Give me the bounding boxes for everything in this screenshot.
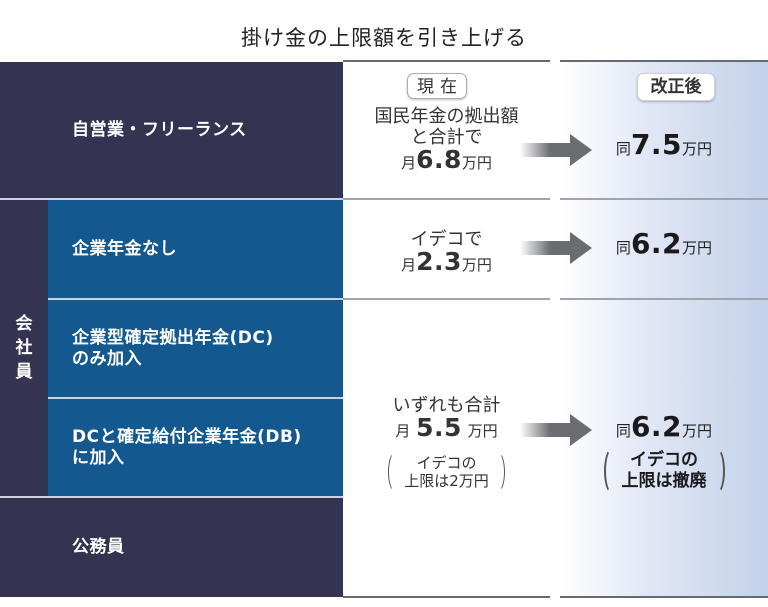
amount-unit: 万円 <box>682 422 713 440</box>
amount: 同6.2万円 <box>560 413 768 442</box>
category-self-employed <box>0 62 343 199</box>
rule-top-current <box>343 60 550 62</box>
amount-unit: 万円 <box>461 154 492 172</box>
after-self-employed: 同7.5万円 <box>560 131 768 160</box>
note-line: 上限は撤廃 <box>621 471 707 491</box>
label-line: 企業型確定拠出年金(DC) <box>72 328 274 348</box>
amount-prefix: 月 <box>395 422 411 440</box>
amount-prefix: 同 <box>615 239 631 257</box>
amount-value: 7.5 <box>630 128 683 161</box>
amount-value: 6.2 <box>630 410 683 443</box>
rule-row2-after <box>560 298 768 300</box>
amount-unit: 万円 <box>461 256 492 274</box>
label-dc-db: DCと確定給付企業年金(DB) に加入 <box>72 427 302 469</box>
header-after: 改正後 <box>637 73 715 101</box>
amount-value: 2.3 <box>416 247 462 276</box>
amount-prefix: 同 <box>615 140 631 158</box>
label-dc-only: 企業型確定拠出年金(DC) のみ加入 <box>72 328 274 370</box>
amount: 月6.8万円 <box>343 147 550 174</box>
after-column-background <box>560 62 768 597</box>
current-others: いずれも合計 月 5.5 万円 イデコの 上限は2万円 <box>343 395 550 492</box>
rule-bottom-current <box>343 596 550 598</box>
amount-unit: 万円 <box>467 422 498 440</box>
rule-row2-current <box>343 298 550 300</box>
note-line: 上限は2万円 <box>404 472 489 490</box>
amount-unit: 万円 <box>682 239 713 257</box>
divider <box>48 298 343 300</box>
rule-row1-current <box>343 198 550 200</box>
amount-value: 6.2 <box>630 227 683 260</box>
label-line: に加入 <box>72 448 125 468</box>
category-civil-servant <box>0 497 343 597</box>
arrow-right-icon <box>520 414 592 446</box>
amount-prefix: 月 <box>401 154 417 172</box>
label-employee-group: 会 社 員 <box>0 312 48 384</box>
divider <box>48 397 343 399</box>
text-line: いずれも合計 <box>392 395 501 416</box>
text-line: 国民年金の拠出額 <box>374 106 519 127</box>
page-title: 掛け金の上限額を引き上げる <box>241 26 527 50</box>
current-self-employed: 国民年金の拠出額 と合計で 月6.8万円 <box>343 106 550 174</box>
amount-value: 6.8 <box>416 145 462 174</box>
divider <box>0 198 343 200</box>
amount-prefix: 同 <box>615 422 631 440</box>
label-char: 員 <box>15 362 33 382</box>
note-line: イデコの <box>416 454 477 472</box>
label-no-corporate-pension: 企業年金なし <box>72 239 177 259</box>
label-line: DCと確定給付企業年金(DB) <box>72 427 302 447</box>
text-line: と合計で <box>410 127 483 148</box>
category-dc-only <box>48 299 343 398</box>
label-civil-servant: 公務員 <box>72 537 125 557</box>
label-line: のみ加入 <box>72 349 142 369</box>
current-note: イデコの 上限は2万円 <box>388 452 505 492</box>
amount-value: 5.5 <box>416 413 462 442</box>
after-others: 同6.2万円 イデコの 上限は撤廃 <box>560 413 768 494</box>
divider <box>0 496 343 498</box>
rule-top-after <box>560 60 768 62</box>
after-no-corporate-pension: 同6.2万円 <box>560 230 768 259</box>
label-self-employed: 自営業・フリーランス <box>72 120 247 140</box>
label-char: 会 <box>15 314 33 334</box>
amount: 月2.3万円 <box>343 249 550 276</box>
arrow-right-icon <box>520 134 592 166</box>
rule-bottom-after <box>560 596 768 598</box>
note-line: イデコの <box>630 450 698 470</box>
label-char: 社 <box>15 338 33 358</box>
category-no-corporate-pension <box>48 199 343 298</box>
amount-prefix: 月 <box>401 256 417 274</box>
category-employee-group <box>0 199 48 497</box>
current-no-corporate-pension: イデコで 月2.3万円 <box>343 229 550 276</box>
amount: 月 5.5 万円 <box>343 415 550 442</box>
after-note: イデコの 上限は撤廃 <box>603 448 725 494</box>
amount-unit: 万円 <box>682 140 713 158</box>
text-line: イデコで <box>410 229 483 250</box>
header-current: 現在 <box>407 73 467 99</box>
category-dc-db <box>48 399 343 497</box>
arrow-right-icon <box>520 232 592 264</box>
rule-row1-after <box>560 198 768 200</box>
